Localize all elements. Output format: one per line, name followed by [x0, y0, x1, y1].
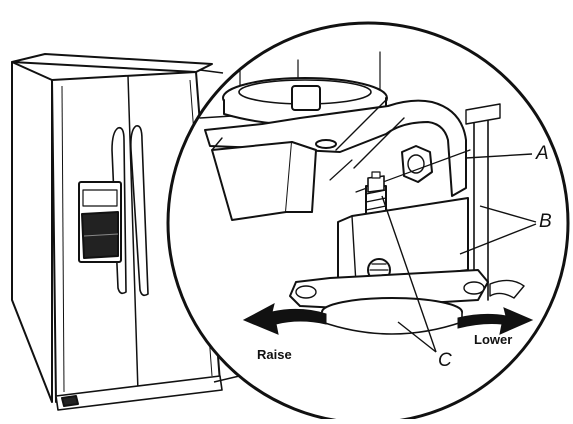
base-plate [289, 269, 489, 309]
detail-content [199, 51, 525, 335]
door-split [127, 75, 139, 393]
fridge-handle [130, 124, 149, 297]
refrigerator [11, 53, 223, 411]
callout-line-c1 [381, 195, 437, 353]
callout-line-c2 [397, 321, 437, 353]
label-lower: Lower [474, 332, 513, 347]
zoom-line-top [199, 69, 224, 74]
callout-line-b2 [459, 223, 537, 255]
hinge-arm [204, 99, 467, 197]
fridge-side [11, 61, 53, 403]
raise-arrow-icon [242, 303, 327, 335]
callout-line-a [465, 153, 533, 159]
label-c: C [438, 350, 452, 371]
callouts [381, 153, 537, 353]
fridge-base [55, 375, 223, 411]
callout-line-b1 [479, 205, 537, 223]
lower-arrow-icon [457, 307, 534, 335]
label-b: B [539, 211, 552, 232]
fridge-top [11, 53, 213, 73]
label-raise: Raise [257, 347, 292, 362]
label-a: A [536, 143, 549, 164]
